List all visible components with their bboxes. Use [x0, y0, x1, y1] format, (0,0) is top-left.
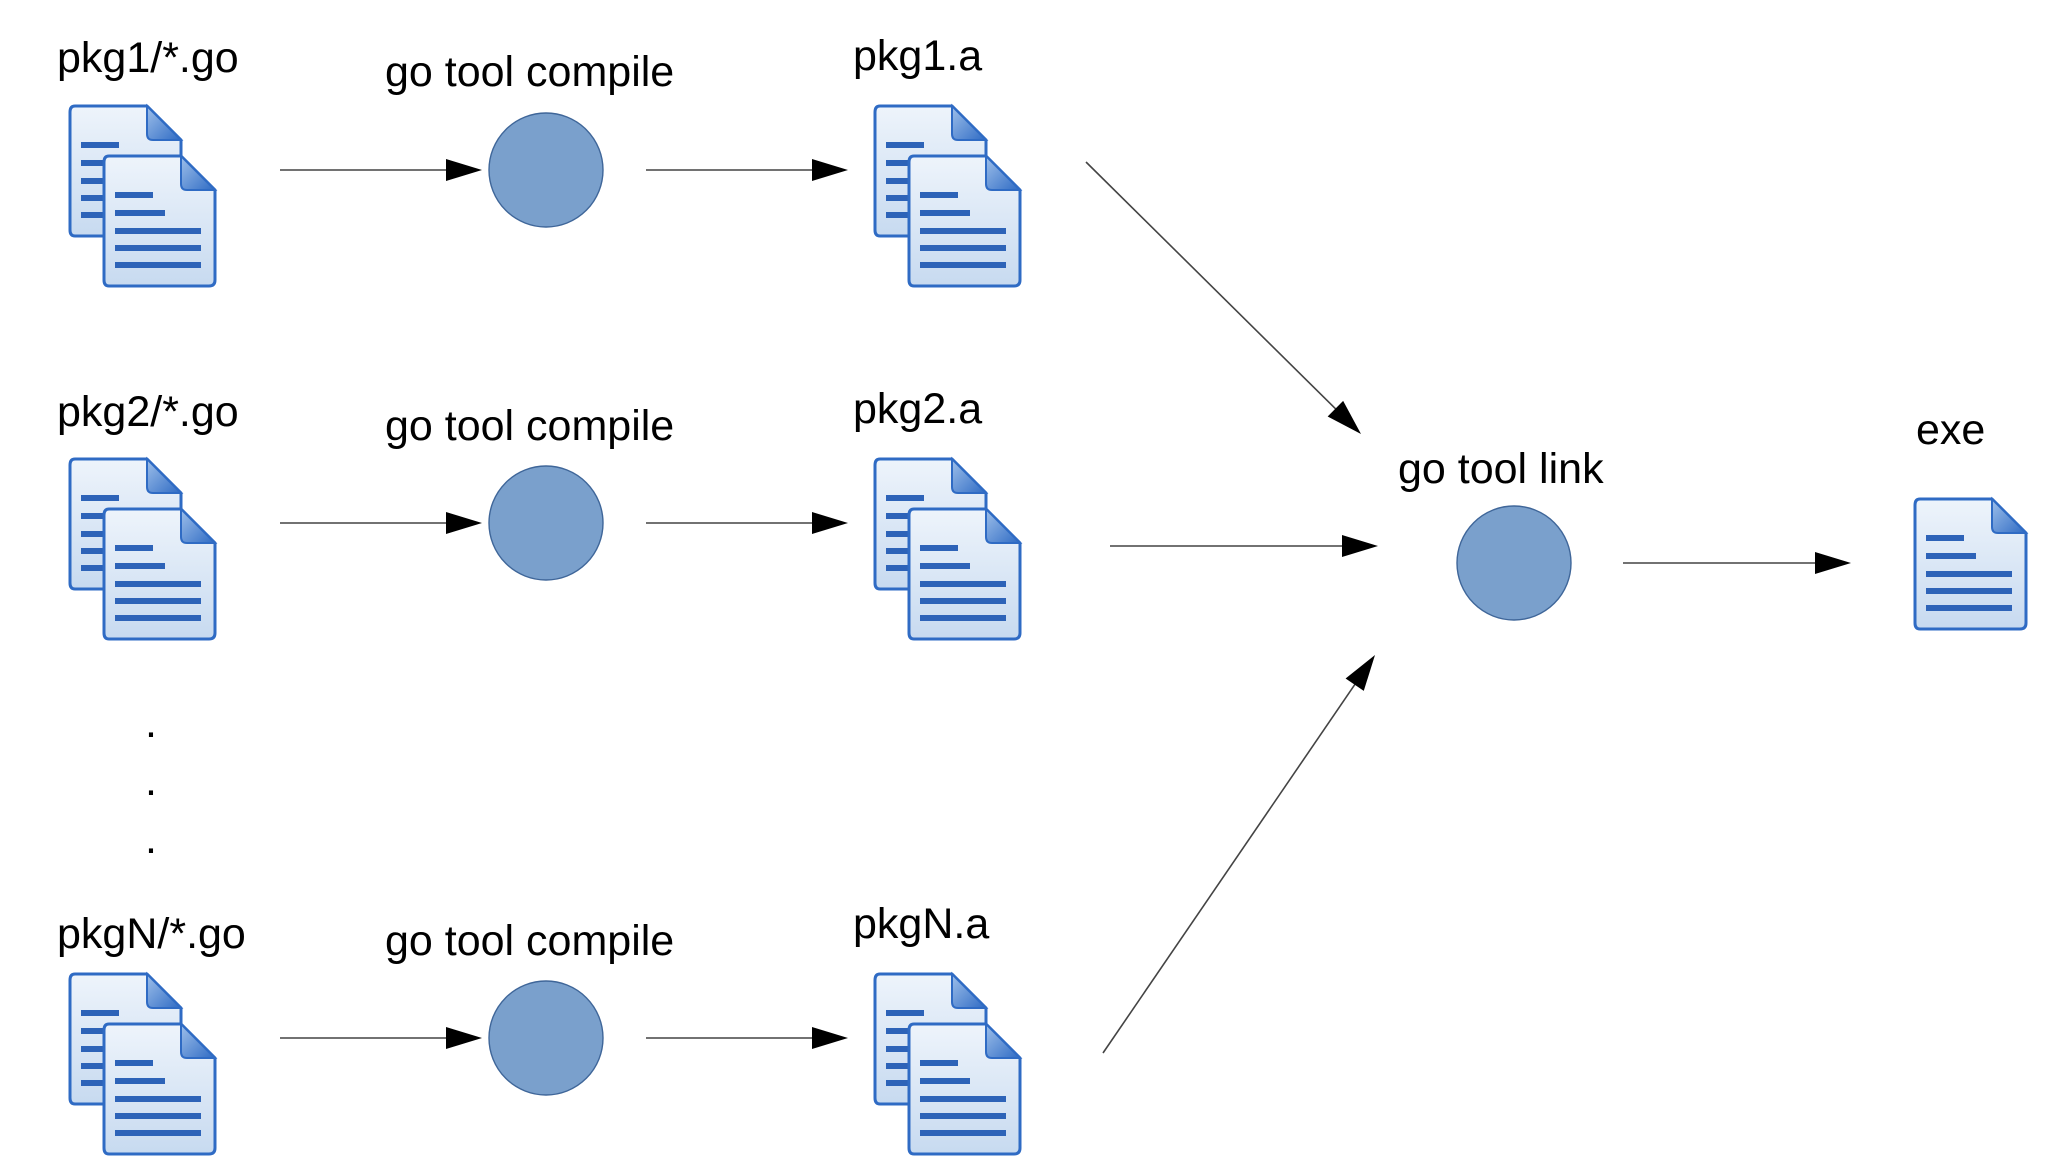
arrowhead-icon [1815, 552, 1851, 574]
arrow-src1-compile [280, 159, 482, 181]
arrowhead-icon [812, 1027, 848, 1049]
stacked-documents-icon [70, 459, 215, 639]
arrowhead-icon [812, 512, 848, 534]
row-n: pkgN/*.go go tool compile pkgN.a [57, 900, 1020, 1154]
stacked-documents-icon [875, 106, 1020, 286]
arrowhead-icon [1327, 400, 1361, 434]
arrowhead-icon [446, 159, 482, 181]
arrowhead-icon [446, 1027, 482, 1049]
compile-label-pkgN: go tool compile [385, 917, 674, 965]
compile-node-pkg2 [488, 465, 604, 581]
ellipsis-dot-2: . [145, 757, 157, 805]
output-stage: exe [1913, 406, 2028, 631]
arrowhead-icon [1345, 655, 1375, 691]
ellipsis-dot-1: . [145, 699, 157, 747]
row-1: pkg1/*.go go tool compile pkg1.a [57, 32, 1020, 286]
arrow-line [1085, 161, 1338, 411]
arrow-compile2-archive [646, 512, 848, 534]
stacked-documents-icon [875, 974, 1020, 1154]
source-label-pkgN: pkgN/*.go [57, 910, 246, 958]
archive-label-pkg2: pkg2.a [853, 385, 982, 433]
arrow-src2-compile [280, 512, 482, 534]
link-label: go tool link [1398, 445, 1604, 493]
source-label-pkg1: pkg1/*.go [57, 34, 239, 82]
stacked-documents-icon [70, 974, 215, 1154]
stacked-documents-icon [70, 106, 215, 286]
arrow-line [1102, 682, 1357, 1054]
link-stage: go tool link [1398, 445, 1604, 621]
stacked-documents-icon [875, 459, 1020, 639]
arrow-link-exe [1623, 552, 1851, 574]
row-2: pkg2/*.go go tool compile pkg2.a [57, 385, 1020, 639]
compile-label-pkg2: go tool compile [385, 402, 674, 450]
archive-label-pkgN: pkgN.a [853, 900, 989, 948]
source-label-pkg2: pkg2/*.go [57, 388, 239, 436]
link-node [1456, 505, 1572, 621]
ellipsis-dot-3: . [145, 815, 157, 863]
arrow-archiveN-link [1102, 655, 1375, 1054]
ellipsis: . . . [145, 699, 157, 863]
document-icon [1913, 497, 2028, 631]
arrow-srcN-compile [280, 1027, 482, 1049]
arrows [280, 159, 1851, 1054]
arrow-archive1-link [1085, 161, 1361, 434]
compile-label-pkg1: go tool compile [385, 48, 674, 96]
archive-label-pkg1: pkg1.a [853, 32, 982, 80]
arrow-compile1-archive [646, 159, 848, 181]
arrow-compileN-archive [646, 1027, 848, 1049]
arrowhead-icon [1342, 535, 1378, 557]
compile-node-pkgN [488, 980, 604, 1096]
arrow-archive2-link [1110, 535, 1378, 557]
output-label: exe [1916, 406, 1985, 454]
arrowhead-icon [812, 159, 848, 181]
arrowhead-icon [446, 512, 482, 534]
compile-node-pkg1 [488, 112, 604, 228]
